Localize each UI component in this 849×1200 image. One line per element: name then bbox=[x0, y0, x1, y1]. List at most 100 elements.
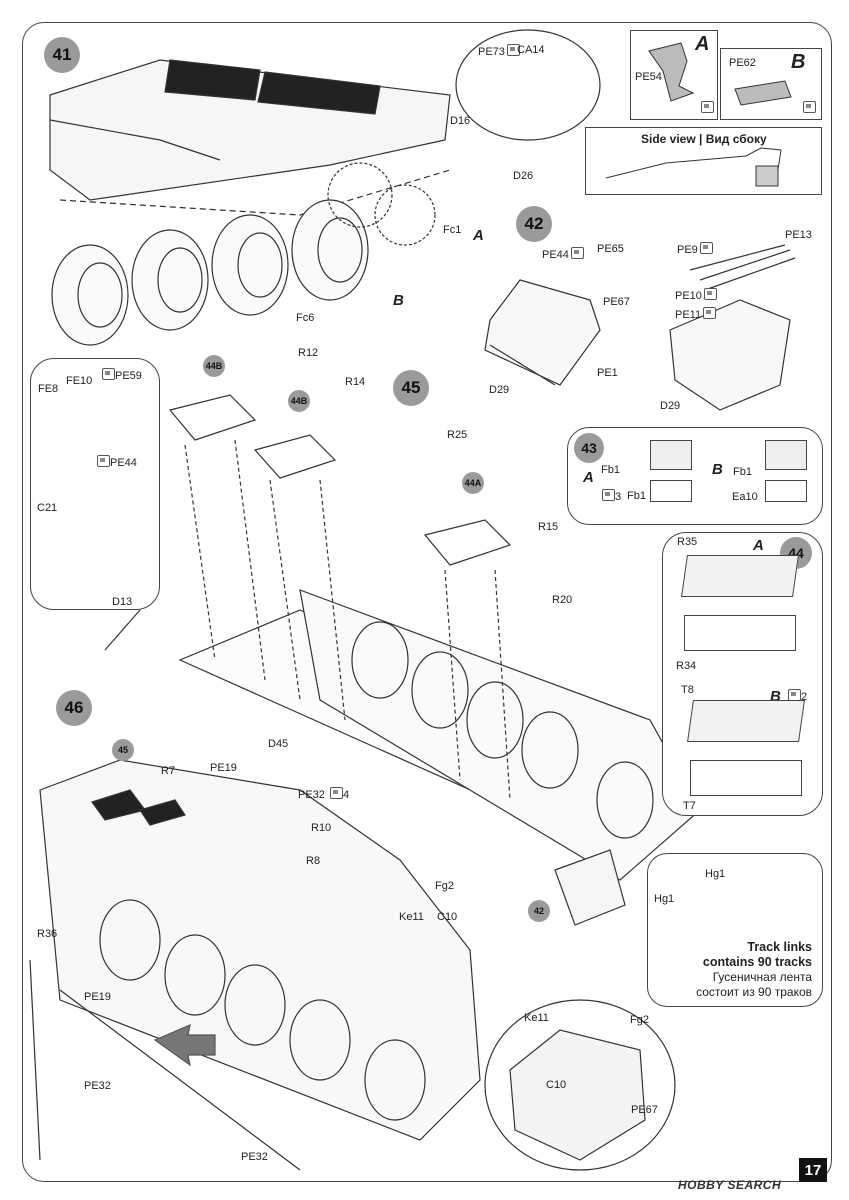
label-pe73: PE73 bbox=[478, 44, 520, 58]
step-46-badge: 46 bbox=[56, 690, 92, 726]
label-ca14: CA14 bbox=[517, 44, 545, 56]
label-fe8: FE8 bbox=[38, 383, 59, 395]
step-41-badge: 41 bbox=[44, 37, 80, 73]
label-pe32: PE32 4 bbox=[298, 787, 350, 801]
photo-etch-icon bbox=[699, 242, 713, 254]
label-d16: D16 bbox=[450, 115, 471, 127]
label-pe44-42: PE44 bbox=[542, 247, 584, 261]
label-d26: D26 bbox=[513, 170, 534, 182]
photo-etch-icon bbox=[506, 44, 520, 56]
label-c21: C21 bbox=[37, 502, 58, 514]
label-pe9: PE9 bbox=[677, 242, 713, 256]
r34-frame bbox=[684, 615, 796, 651]
label-pe19: PE19 bbox=[210, 762, 237, 774]
label-r15: R15 bbox=[538, 521, 559, 533]
step-45-badge: 45 bbox=[393, 370, 429, 406]
label-hg1-b: Hg1 bbox=[654, 893, 675, 905]
photo-etch-icon bbox=[102, 368, 115, 380]
fb1-part-b bbox=[765, 440, 807, 470]
label-ke11-b: Ke11 bbox=[524, 1012, 549, 1024]
label-d29-b: D29 bbox=[660, 400, 681, 412]
label-fb1-a: Fb1 bbox=[601, 464, 620, 476]
label-x3: 3 bbox=[600, 489, 621, 503]
label-a-44: A bbox=[753, 537, 764, 554]
label-fb1-a2: Fb1 bbox=[627, 490, 646, 502]
label-r10: R10 bbox=[311, 822, 332, 834]
track-note-en-1: Track links bbox=[747, 940, 812, 954]
label-fb1-b: Fb1 bbox=[733, 466, 752, 478]
label-r34: R34 bbox=[676, 660, 697, 672]
label-fg2-b: Fg2 bbox=[630, 1014, 649, 1026]
label-pe59: PE59 bbox=[100, 368, 142, 382]
bracket-b-drawing bbox=[734, 80, 792, 106]
label-c10-b: C10 bbox=[546, 1079, 567, 1091]
label-pe54: PE54 bbox=[635, 71, 662, 83]
detail-b-letter: B bbox=[791, 51, 806, 73]
ref-45-badge: 45 bbox=[112, 739, 134, 761]
label-pe11: PE11 bbox=[675, 307, 717, 321]
label-pe13: PE13 bbox=[785, 229, 812, 241]
ea10-frame-b bbox=[765, 480, 807, 502]
label-d29-a: D29 bbox=[489, 384, 510, 396]
detail-box-b: B PE62 bbox=[720, 48, 822, 120]
step-42-badge: 42 bbox=[516, 206, 552, 242]
step-43-badge: 43 bbox=[574, 433, 604, 463]
label-r36: R36 bbox=[37, 928, 58, 940]
side-view-drawing bbox=[605, 147, 782, 187]
t8-plate bbox=[687, 700, 805, 742]
label-fc6: Fc6 bbox=[296, 312, 315, 324]
label-r12: R12 bbox=[298, 347, 319, 359]
label-pe44-left: PE44 bbox=[95, 455, 137, 469]
label-r8: R8 bbox=[306, 855, 321, 867]
label-r20: R20 bbox=[552, 594, 573, 606]
photo-etch-icon bbox=[701, 101, 714, 113]
t7-frame bbox=[690, 760, 802, 796]
photo-etch-icon bbox=[703, 288, 717, 300]
ref-44b-badge-2: 44B bbox=[288, 390, 310, 412]
ref-42-badge: 42 bbox=[528, 900, 550, 922]
label-d13: D13 bbox=[112, 596, 133, 608]
side-view-title: Side view | Вид сбоку bbox=[641, 132, 767, 146]
label-pe19-b: PE19 bbox=[84, 991, 111, 1003]
photo-etch-icon bbox=[570, 247, 584, 259]
label-r35: R35 bbox=[677, 536, 698, 548]
photo-etch-icon bbox=[703, 307, 717, 319]
r35-plate bbox=[681, 555, 799, 597]
label-pe65: PE65 bbox=[597, 243, 624, 255]
bracket-a-drawing bbox=[648, 42, 695, 102]
detail-bubble-left bbox=[30, 358, 160, 610]
label-pe67-42: PE67 bbox=[603, 296, 630, 308]
label-r7: R7 bbox=[161, 765, 176, 777]
multiply-icon bbox=[329, 787, 343, 799]
label-fe10: FE10 bbox=[66, 375, 93, 387]
track-note: Track links contains 90 tracks Гусенична… bbox=[652, 940, 812, 1000]
label-pe10: PE10 bbox=[675, 288, 717, 302]
ref-44a-badge: 44A bbox=[462, 472, 484, 494]
label-hg1-a: Hg1 bbox=[705, 868, 726, 880]
fb1-frame-a bbox=[650, 480, 692, 502]
photo-etch-icon bbox=[97, 455, 110, 467]
side-view-box: Side view | Вид сбоку bbox=[585, 127, 822, 195]
track-note-en-2: contains 90 tracks bbox=[702, 955, 812, 969]
label-pe1: PE1 bbox=[597, 367, 618, 379]
label-d45: D45 bbox=[268, 738, 289, 750]
label-ke11: Ke11 bbox=[399, 911, 424, 923]
label-r25: R25 bbox=[447, 429, 468, 441]
page-number: 17 bbox=[799, 1158, 827, 1182]
multiply-icon bbox=[602, 489, 615, 501]
detail-box-a: A PE54 bbox=[630, 30, 718, 120]
label-pe32-b: PE32 bbox=[84, 1080, 111, 1092]
label-pe32-c: PE32 bbox=[241, 1151, 268, 1163]
label-pe62: PE62 bbox=[729, 57, 756, 69]
label-a-41: A bbox=[473, 227, 484, 244]
label-b-44: B bbox=[770, 688, 781, 705]
label-ea10: Ea10 bbox=[732, 491, 758, 503]
ref-44b-badge: 44B bbox=[203, 355, 225, 377]
watermark-text: HOBBY SEARCH bbox=[678, 1178, 782, 1192]
track-note-ru-2: состоит из 90 траков bbox=[696, 985, 812, 999]
track-note-ru-1: Гусеничная лента bbox=[712, 970, 812, 984]
label-fc1: Fc1 bbox=[443, 224, 462, 236]
label-fg2: Fg2 bbox=[435, 880, 454, 892]
